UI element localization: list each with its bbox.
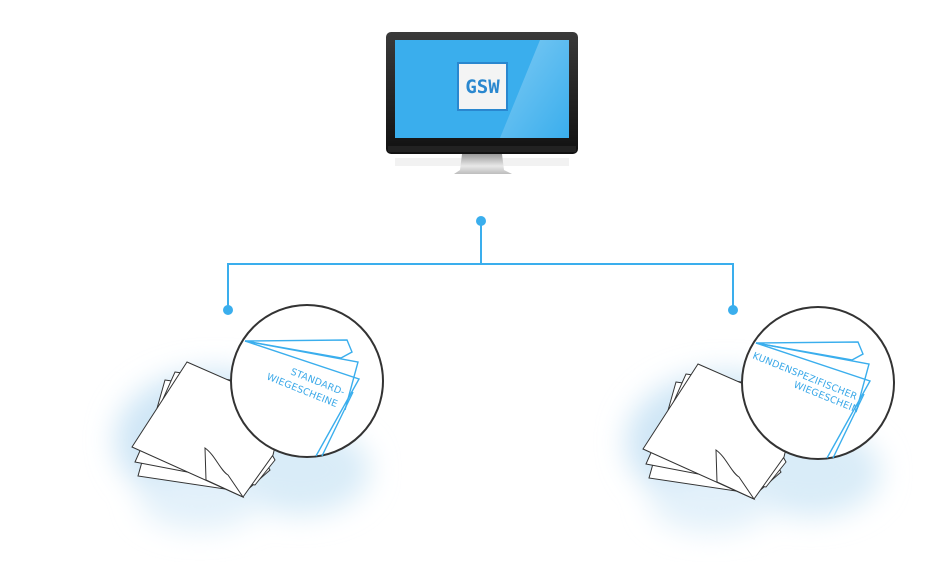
branch-custom: KUNDENSPEZIFISCHER WIEGESCHEIN: [626, 307, 894, 532]
connector-dot-right: [728, 305, 738, 315]
branch-standard: STANDARD- WIEGESCHEINE: [115, 305, 383, 530]
connector-lines: [227, 221, 734, 310]
gsw-logo: GSW: [457, 62, 508, 111]
svg-text:GSW: GSW: [465, 76, 500, 98]
monitor-icon: GSW: [386, 32, 578, 174]
connector-dot-left: [223, 305, 233, 315]
connector-dot-top: [476, 216, 486, 226]
